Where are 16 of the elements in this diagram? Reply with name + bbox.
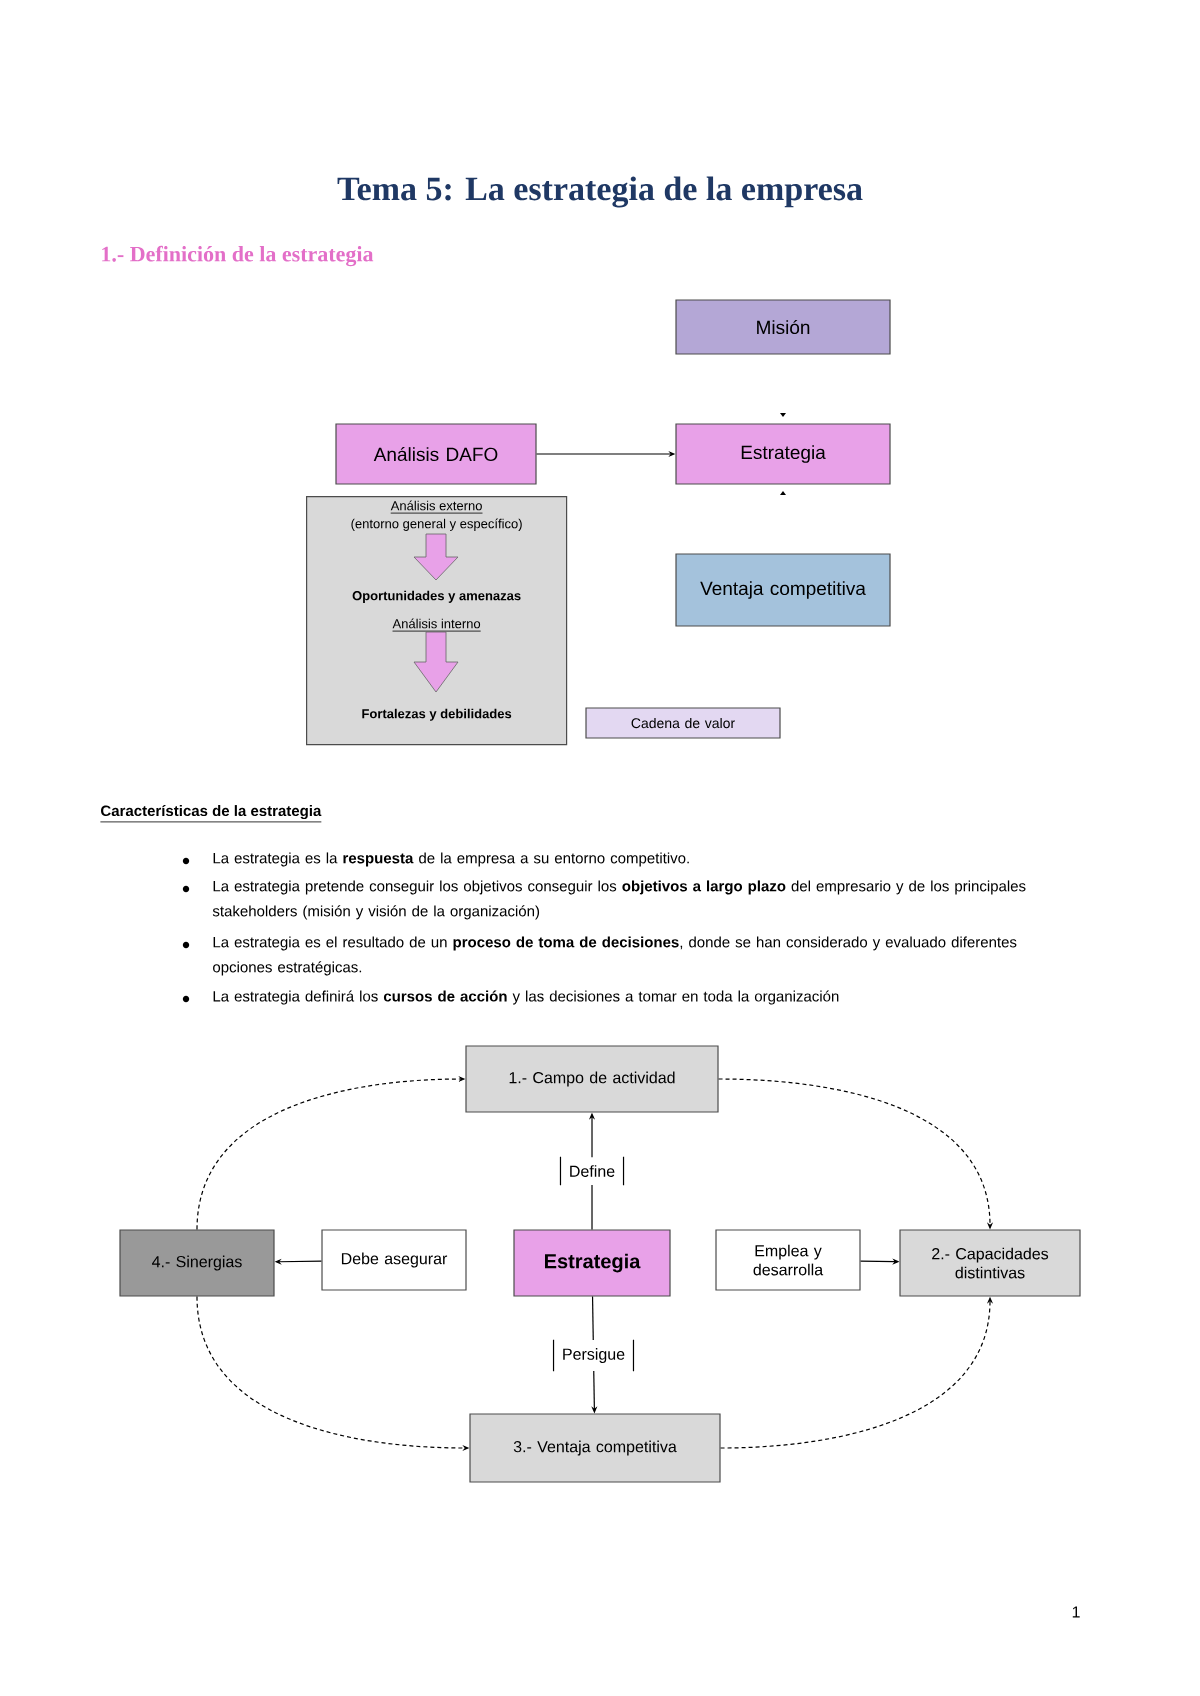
process-box: Ventaja competitiva <box>675 553 891 627</box>
process-box: Análisis DAFO <box>335 423 537 485</box>
label-box: Emplea y desarrolla <box>715 1229 861 1291</box>
process-box: 3.- Ventaja competitiva <box>469 1413 721 1483</box>
process-box: 4.- Sinergias <box>119 1229 275 1297</box>
title: Tema 5: La estrategia de la empresa <box>337 176 863 208</box>
process-box: 1.- Campo de actividad <box>465 1045 719 1113</box>
edge-label: Persigue <box>552 1339 635 1372</box>
process-box: Misión <box>675 299 891 355</box>
page-number: 1 <box>1072 1606 1080 1618</box>
process-box: Estrategia <box>675 423 891 485</box>
edge-label: Define <box>559 1156 625 1186</box>
process-box: Estrategia <box>513 1229 671 1297</box>
section-heading: 1.- Definición de la estrategia <box>102 245 374 267</box>
process-box: 2.- Capacidades distintivas <box>899 1229 1081 1297</box>
label-box: Debe asegurar <box>321 1229 467 1291</box>
